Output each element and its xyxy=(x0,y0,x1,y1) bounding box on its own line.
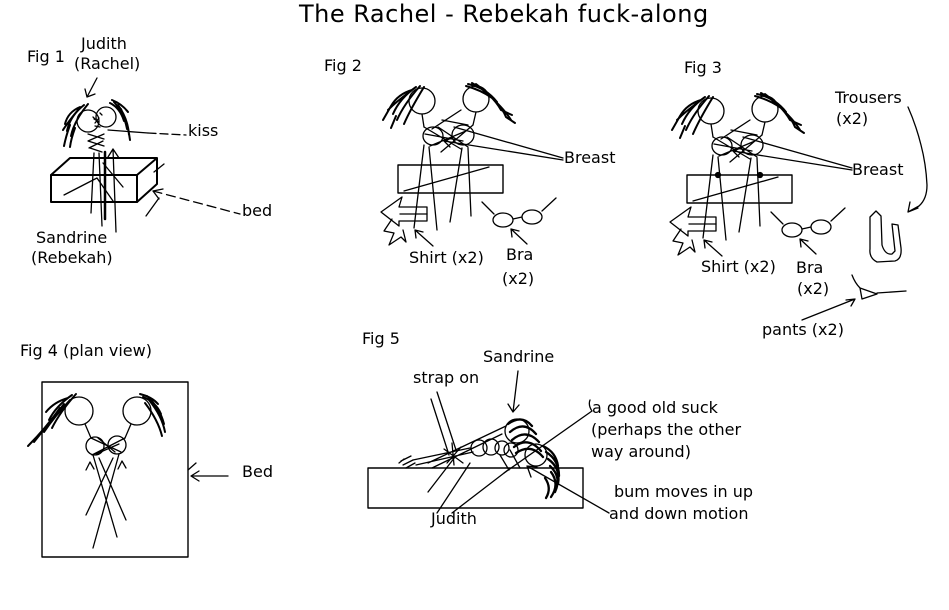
pants-icon xyxy=(852,275,906,299)
fig1-rebekah-label: (Rebekah) xyxy=(31,248,113,267)
bum-pointer-arrow xyxy=(527,466,609,513)
torso-scribble xyxy=(88,134,104,152)
fig3-bra-label: Bra xyxy=(796,258,824,277)
fig3-trousers-label: Trousers xyxy=(835,88,902,107)
fig1-kiss-label: kiss xyxy=(188,121,219,140)
fig3-label: Fig 3 xyxy=(684,58,722,77)
sandrine-head xyxy=(96,107,116,127)
fig2-bra-label: Bra xyxy=(506,245,534,264)
fig2-breast-label: Breast xyxy=(564,148,616,167)
bed-side-rect xyxy=(368,468,583,508)
fig4-bed-label: Bed xyxy=(242,462,273,481)
fig5-strap-on-label: strap on xyxy=(413,368,480,387)
suck-pointer-line xyxy=(504,400,592,473)
trousers-pointer-arrow xyxy=(908,107,927,212)
legs xyxy=(91,153,102,226)
fig2-bra-count-label: (x2) xyxy=(502,269,535,288)
fig2-drawing xyxy=(381,83,563,246)
fig5-suck-label-line3: way around) xyxy=(591,442,691,461)
hair-scribble xyxy=(28,394,165,446)
fig5-drawing xyxy=(368,371,609,513)
fig5-bum-label-line2: and down motion xyxy=(609,504,749,523)
fig1-sandrine-label: Sandrine xyxy=(36,228,108,247)
fig3-shirt-label: Shirt (x2) xyxy=(701,257,776,276)
kiss-marks xyxy=(93,113,102,127)
bed-pointer-arrow xyxy=(188,463,228,481)
fig3-trousers-count-label: (x2) xyxy=(836,109,869,128)
strap-on-pointer xyxy=(428,392,456,492)
fig1-label: Fig 1 xyxy=(27,47,65,66)
fig1-drawing xyxy=(51,78,240,232)
trousers-icon xyxy=(870,211,901,262)
fig5-suck-label-line2: (perhaps the other xyxy=(591,420,742,439)
fig1-rachel-label: (Rachel) xyxy=(74,54,141,73)
fig5-sandrine-label: Sandrine xyxy=(483,347,555,366)
fig2-label: Fig 2 xyxy=(324,56,362,75)
hair-scribble xyxy=(508,419,559,498)
kiss-pointer-line xyxy=(108,130,148,133)
fig4-label: Fig 4 (plan view) xyxy=(20,341,152,360)
sandrine-pointer-arrow xyxy=(108,149,119,232)
judith-pointer-arrow xyxy=(85,78,97,97)
fig4-drawing xyxy=(28,382,228,557)
fig3-bra-count-label: (x2) xyxy=(797,279,830,298)
judith-pointer-lines xyxy=(437,463,508,513)
pants-pointer-arrow xyxy=(802,299,855,320)
fig3-breast-label: Breast xyxy=(852,160,904,179)
fig1-judith-label: Judith xyxy=(81,34,127,53)
fig3-pants-label: pants (x2) xyxy=(762,320,844,339)
fig5-suck-label-line1: a good old suck xyxy=(592,398,718,417)
hair-scribble xyxy=(63,100,130,147)
page-title: The Rachel - Rebekah fuck-along xyxy=(299,0,709,28)
fig2-shirt-label: Shirt (x2) xyxy=(409,248,484,267)
fig1-bed-label: bed xyxy=(242,201,273,220)
fig3-extras xyxy=(716,107,928,320)
fig5-judith-label: Judith xyxy=(431,509,477,528)
fig5-bum-label-line1: bum moves in up xyxy=(614,482,754,501)
bed-pointer-line xyxy=(153,191,240,214)
sandrine-pointer-arrow xyxy=(508,371,519,412)
fig5-label: Fig 5 xyxy=(362,329,400,348)
